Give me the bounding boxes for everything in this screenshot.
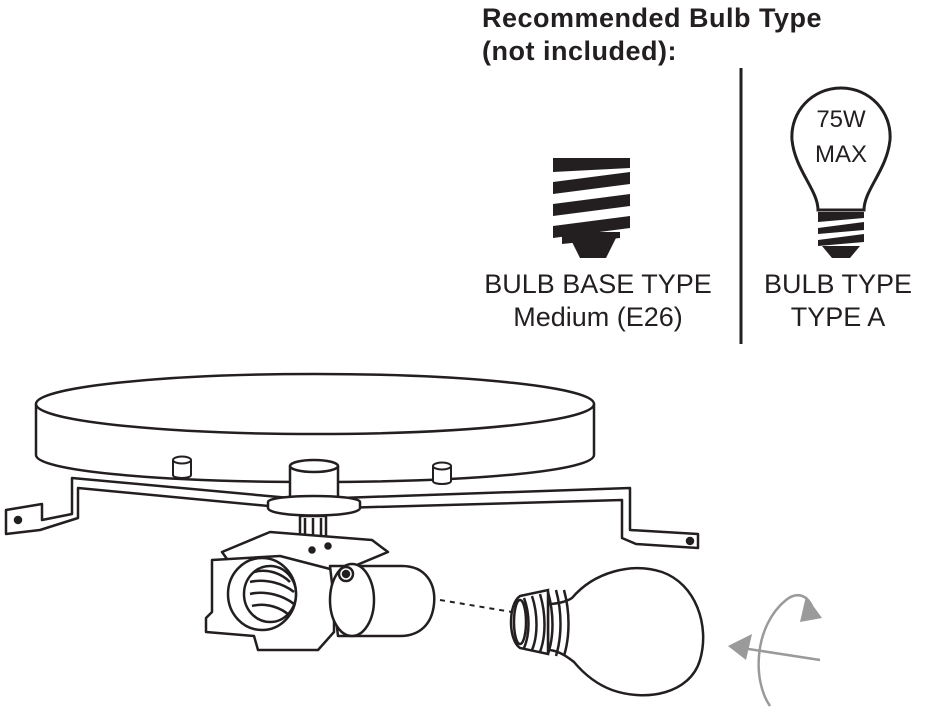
rotation-arrow-icon (728, 593, 822, 707)
center-stem (266, 458, 362, 542)
a-type-bulb-icon (790, 86, 892, 212)
open-socket (226, 556, 298, 632)
watt-line-1: 75W (816, 106, 866, 133)
canopy-screws (172, 455, 452, 485)
base-type-label: BULB BASE TYPE (484, 269, 712, 299)
watt-line-2: MAX (815, 141, 867, 168)
bulb-type-label-group: BULB TYPE TYPE A (752, 268, 924, 334)
base-type-label-group: BULB BASE TYPE Medium (E26) (468, 268, 728, 334)
heading-line-2: (not included): (482, 36, 677, 66)
installing-bulb (509, 566, 705, 697)
e26-base-icon (553, 158, 630, 258)
heading-line-1: Recommended Bulb Type (482, 3, 823, 33)
insertion-guide-line (439, 599, 513, 613)
bulb-type-value: TYPE A (790, 302, 886, 332)
base-type-value: Medium (E26) (513, 302, 683, 332)
a-type-bulb-base (818, 212, 864, 258)
recommended-bulb-heading: Recommended Bulb Type (not included): (482, 2, 822, 68)
bulb-type-label: BULB TYPE (763, 269, 913, 299)
